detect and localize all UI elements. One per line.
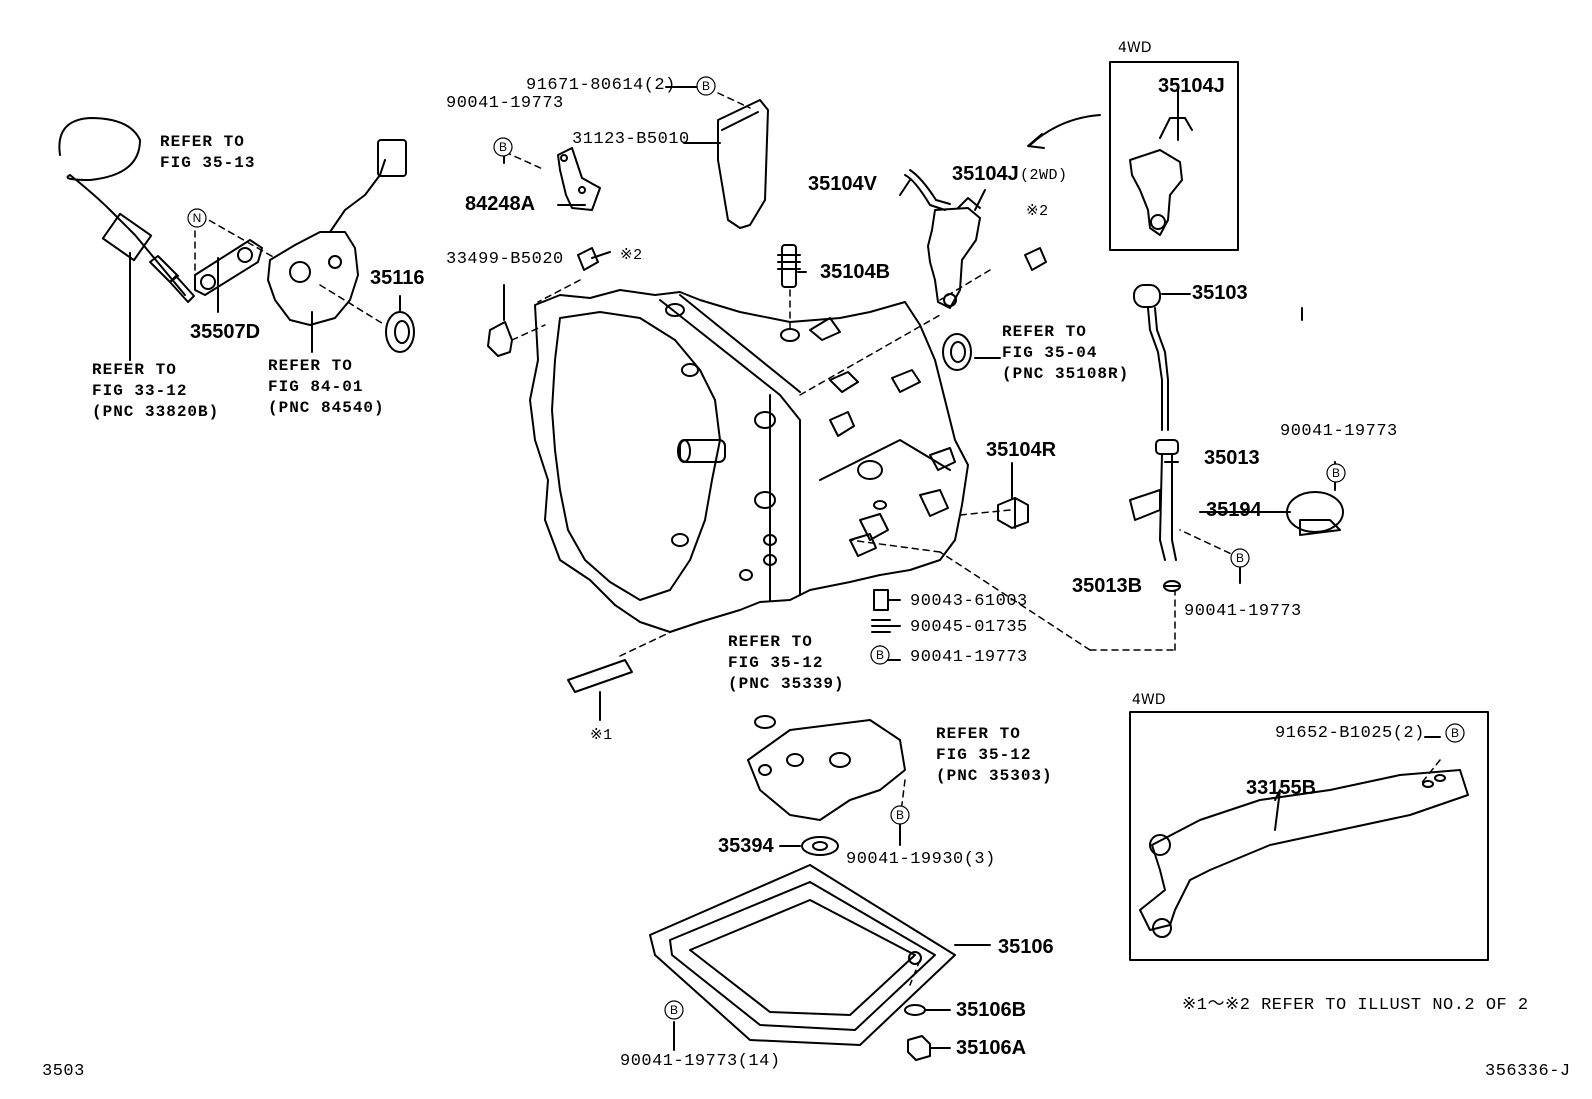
label-35103: 35103	[1192, 282, 1248, 304]
label-90041-19773-center: 90041-19773	[910, 648, 1028, 667]
label-90045-01735: 90045-01735	[910, 618, 1028, 637]
mark-2-bolt: ※2	[620, 247, 643, 264]
label-35507d: 35507D	[190, 321, 261, 343]
mark-2-right: ※2	[1026, 203, 1049, 220]
refer-line: (PNC 35339)	[728, 675, 845, 693]
label-90041-19773-14: 90041-19773(14)	[620, 1052, 781, 1071]
transmission-case	[529, 289, 969, 633]
oil-pan	[649, 864, 956, 1046]
curved-arrow	[1029, 114, 1101, 146]
label-35013b: 35013B	[1072, 575, 1143, 597]
label-35104j-4wd: 35104J	[1158, 75, 1225, 97]
label-33155b: 33155B	[1246, 777, 1317, 799]
label-90041-19773-top: 90041-19773	[446, 94, 564, 113]
refer-line: FIG 84-01	[268, 378, 364, 396]
refer-fig-35-12-a: REFER TO FIG 35-12 (PNC 35339)	[728, 632, 845, 695]
refer-line: (PNC 84540)	[268, 399, 385, 417]
svg-text:B: B	[1332, 466, 1340, 480]
marker-b	[664, 1000, 684, 1020]
lower-4wd-title: 4WD	[1132, 692, 1166, 708]
refer-line: FIG 35-12	[936, 746, 1032, 764]
refer-line: FIG 35-13	[160, 154, 256, 172]
marker-b	[1230, 548, 1250, 568]
upper-4wd-title: 4WD	[1118, 40, 1152, 56]
label-35106b: 35106B	[956, 999, 1027, 1021]
svg-text:N: N	[193, 211, 202, 225]
refer-line: REFER TO	[728, 633, 813, 651]
refer-line: REFER TO	[160, 133, 245, 151]
label-35104b: 35104B	[820, 261, 891, 283]
marker-b	[890, 805, 910, 825]
label-35104j-2wd: 35104J	[952, 163, 1019, 185]
label-35194: 35194	[1206, 499, 1262, 521]
oil-strainer	[747, 719, 906, 821]
refer-fig-84-01: REFER TO FIG 84-01 (PNC 84540)	[268, 356, 385, 419]
refer-line: FIG 35-04	[1002, 344, 1098, 362]
label-91652-b1025: 91652-B1025(2)	[1275, 724, 1425, 743]
marker-b	[870, 645, 890, 665]
svg-text:B: B	[670, 1003, 678, 1017]
illust-code: 356336-J	[1485, 1062, 1571, 1081]
marker-b	[696, 76, 716, 96]
label-84248a: 84248A	[465, 193, 536, 215]
label-90041-19773-right: 90041-19773	[1280, 422, 1398, 441]
svg-text:B: B	[1236, 551, 1244, 565]
upper-4wd-box	[1109, 61, 1239, 251]
refer-line: FIG 33-12	[92, 382, 188, 400]
label-35013: 35013	[1204, 447, 1260, 469]
control-cable	[58, 117, 186, 296]
svg-text:B: B	[876, 648, 884, 662]
label-35106a: 35106A	[956, 1037, 1027, 1059]
label-35106: 35106	[998, 936, 1054, 958]
refer-line: (PNC 35108R)	[1002, 365, 1130, 383]
marker-n	[187, 208, 207, 228]
label-91671-80614: 91671-80614(2)	[526, 76, 676, 95]
refer-line: REFER TO	[936, 725, 1021, 743]
refer-line: (PNC 35303)	[936, 767, 1053, 785]
refer-line: REFER TO	[1002, 323, 1087, 341]
refer-fig-33-12: REFER TO FIG 33-12 (PNC 33820B)	[92, 360, 219, 423]
label-33499-b5020: 33499-B5020	[446, 250, 564, 269]
refer-line: FIG 35-12	[728, 654, 824, 672]
marker-b	[1326, 463, 1346, 483]
svg-text:B: B	[499, 140, 507, 154]
refer-fig-35-04: REFER TO FIG 35-04 (PNC 35108R)	[1002, 322, 1129, 385]
page-code: 3503	[42, 1062, 85, 1081]
refer-line: REFER TO	[268, 357, 353, 375]
svg-text:B: B	[1451, 726, 1459, 740]
svg-text:B: B	[702, 79, 710, 93]
illust-reference-note: ※1～※2 REFER TO ILLUST NO.2 OF 2	[1182, 996, 1529, 1015]
marker-b	[1445, 723, 1465, 743]
curved-arrow-head	[1027, 133, 1045, 149]
label-90041-19930: 90041-19930(3)	[846, 850, 996, 869]
label-90041-19773-bottomright: 90041-19773	[1184, 602, 1302, 621]
refer-line: REFER TO	[92, 361, 177, 379]
marker-b	[493, 137, 513, 157]
label-35394: 35394	[718, 835, 774, 857]
label-2wd-tag: (2WD)	[1020, 167, 1068, 184]
refer-fig-35-13: REFER TO FIG 35-13	[160, 132, 255, 174]
refer-line: (PNC 33820B)	[92, 403, 220, 421]
refer-fig-35-12-b: REFER TO FIG 35-12 (PNC 35303)	[936, 724, 1053, 787]
svg-text:B: B	[896, 808, 904, 822]
mark-1-stud: ※1	[590, 727, 613, 744]
label-35116: 35116	[370, 267, 425, 289]
label-35104v: 35104V	[808, 173, 877, 195]
label-35104r: 35104R	[986, 439, 1057, 461]
label-90043-61003: 90043-61003	[910, 592, 1028, 611]
lower-4wd-box	[1129, 711, 1489, 961]
label-31123-b5010: 31123-B5010	[572, 130, 690, 149]
